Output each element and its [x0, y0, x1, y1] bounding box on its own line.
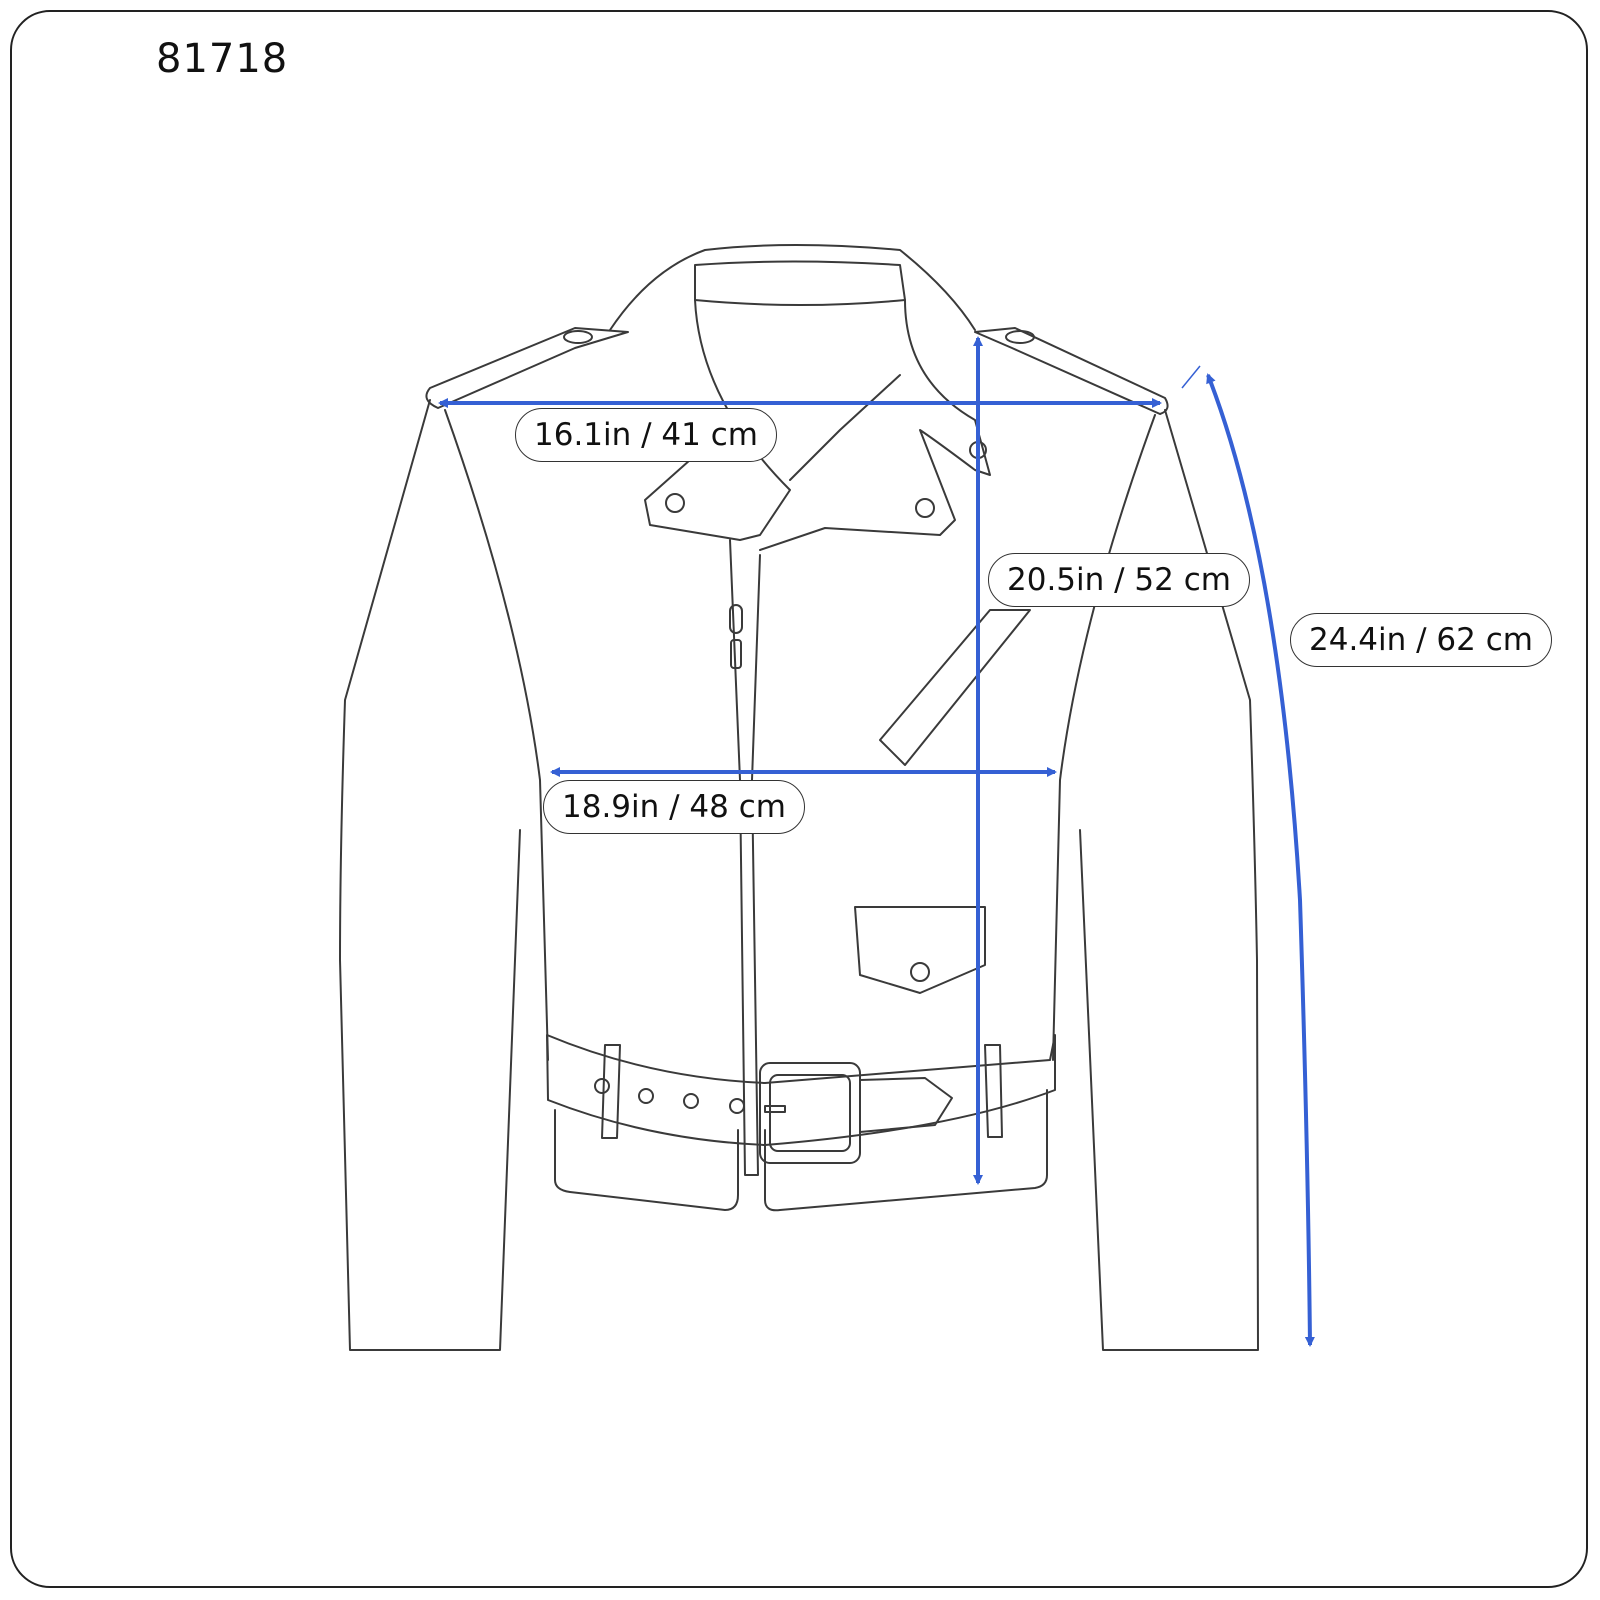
left-sleeve: [339, 399, 521, 1351]
zipper-pull: [729, 604, 743, 634]
left-epaulette: [425, 327, 629, 409]
right-sleeve: [1079, 409, 1259, 1351]
belt: [546, 1034, 1056, 1146]
collar-back: [609, 244, 976, 331]
belt-hole-4: [729, 1098, 745, 1114]
sleeve-start-tick: [1181, 365, 1201, 389]
chest-pocket: [879, 609, 1031, 766]
right-side-seam: [1052, 414, 1156, 1061]
zipper-slider: [730, 639, 742, 669]
left-lapel-button: [665, 493, 685, 513]
belt-hole-2: [638, 1088, 654, 1104]
right-lapel-button: [915, 498, 935, 518]
measurement-lines: [438, 336, 1315, 1347]
flap-pocket: [854, 906, 986, 994]
product-id: 81718: [156, 36, 289, 82]
left-hem: [554, 1109, 739, 1211]
buckle-prong: [764, 1105, 786, 1113]
shoulder-measure-label: 16.1in / 41 cm: [515, 408, 777, 462]
sleeve-measure-line: [1206, 373, 1315, 1347]
belt-buckle: [759, 1062, 861, 1164]
collar-stand: [694, 260, 906, 306]
front-zipper: [729, 539, 761, 1176]
chest-measure-label: 18.9in / 48 cm: [543, 780, 805, 834]
length-measure-label: 20.5in / 52 cm: [988, 553, 1250, 607]
right-belt-loop: [984, 1044, 1003, 1138]
sleeve-measure-label: 24.4in / 62 cm: [1290, 613, 1552, 667]
right-hem: [764, 1089, 1048, 1212]
belt-hole-1: [594, 1078, 610, 1094]
lapel-edge: [789, 374, 901, 481]
left-side-seam: [444, 409, 549, 1061]
belt-tip: [859, 1077, 953, 1133]
flap-pocket-button: [910, 962, 930, 982]
left-epaulette-button: [563, 330, 593, 344]
right-lapel: [759, 299, 991, 551]
right-epaulette: [974, 327, 1169, 415]
right-epaulette-button: [1005, 330, 1035, 344]
belt-hole-3: [683, 1093, 699, 1109]
left-belt-loop: [601, 1044, 621, 1139]
